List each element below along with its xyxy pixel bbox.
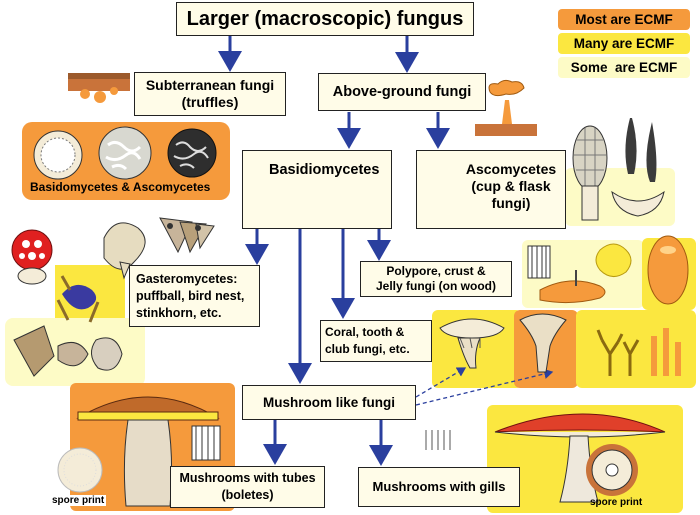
node-above-ground: Above-ground fungi: [318, 73, 486, 111]
cup-fungus-2-icon: [611, 190, 665, 217]
morel-icon: [572, 118, 657, 221]
node-polypore: Polypore, crust & Jelly fungi (on wood): [360, 261, 512, 297]
chanterelle-icon: [519, 313, 567, 373]
legend-some-ecmf: Some are ECMF: [558, 57, 690, 78]
club-fungus-icon: [651, 328, 681, 376]
caption-spore-print-left: spore print: [50, 495, 107, 506]
spore-print-right-icon: [586, 444, 638, 496]
bird-nest-icon: [159, 217, 215, 254]
log-crust-icon: [647, 235, 689, 305]
legend-many-ecmf: Many are ECMF: [558, 33, 690, 54]
jelly-fungus-icon: [595, 243, 632, 277]
cup-fungus-icon: [475, 79, 537, 136]
caption-truffle-types: Basidomycetes & Ascomycetes: [30, 180, 211, 194]
node-ascomycetes: Ascomycetes (cup & flask fungi): [416, 150, 566, 229]
puffball-icon: [103, 222, 146, 280]
tooth-fungus-icon: [439, 318, 505, 369]
truffle-icon: [68, 73, 130, 103]
truffle-section-icons: [33, 126, 217, 180]
spore-print-left-icon: [57, 447, 103, 493]
tube-diagram-icon: [527, 245, 551, 279]
lattice-stinkhorn-icon: [11, 229, 53, 285]
arrows: [218, 36, 450, 466]
coral-fungus-icon: [596, 329, 640, 376]
tube-detail-icon: [191, 425, 221, 461]
bolete-icon: [76, 396, 220, 507]
earthball-icon: [13, 325, 123, 377]
node-gills: Mushrooms with gills: [358, 467, 520, 507]
root-node-title: Larger (macroscopic) fungus: [176, 2, 474, 36]
node-tubes: Mushrooms with tubes (boletes): [170, 466, 325, 508]
earthstar-icon: [56, 275, 100, 323]
node-coral: Coral, tooth & club fungi, etc.: [320, 320, 432, 362]
node-mushroom-like: Mushroom like fungi: [242, 385, 416, 420]
legend-most-ecmf: Most are ECMF: [558, 9, 690, 30]
shelf-polypore-icon: [539, 270, 606, 304]
node-gasteromycetes: Gasteromycetes: puffball, bird nest, sti…: [129, 265, 260, 327]
gill-detail-icon: [425, 430, 451, 450]
caption-spore-print-right: spore print: [590, 497, 643, 508]
node-subterranean: Subterranean fungi (truffles): [134, 72, 286, 116]
node-basidiomycetes: Basidiomycetes: [242, 150, 392, 229]
gill-mushroom-icon: [494, 413, 666, 503]
dashed-arrows: [415, 367, 554, 406]
